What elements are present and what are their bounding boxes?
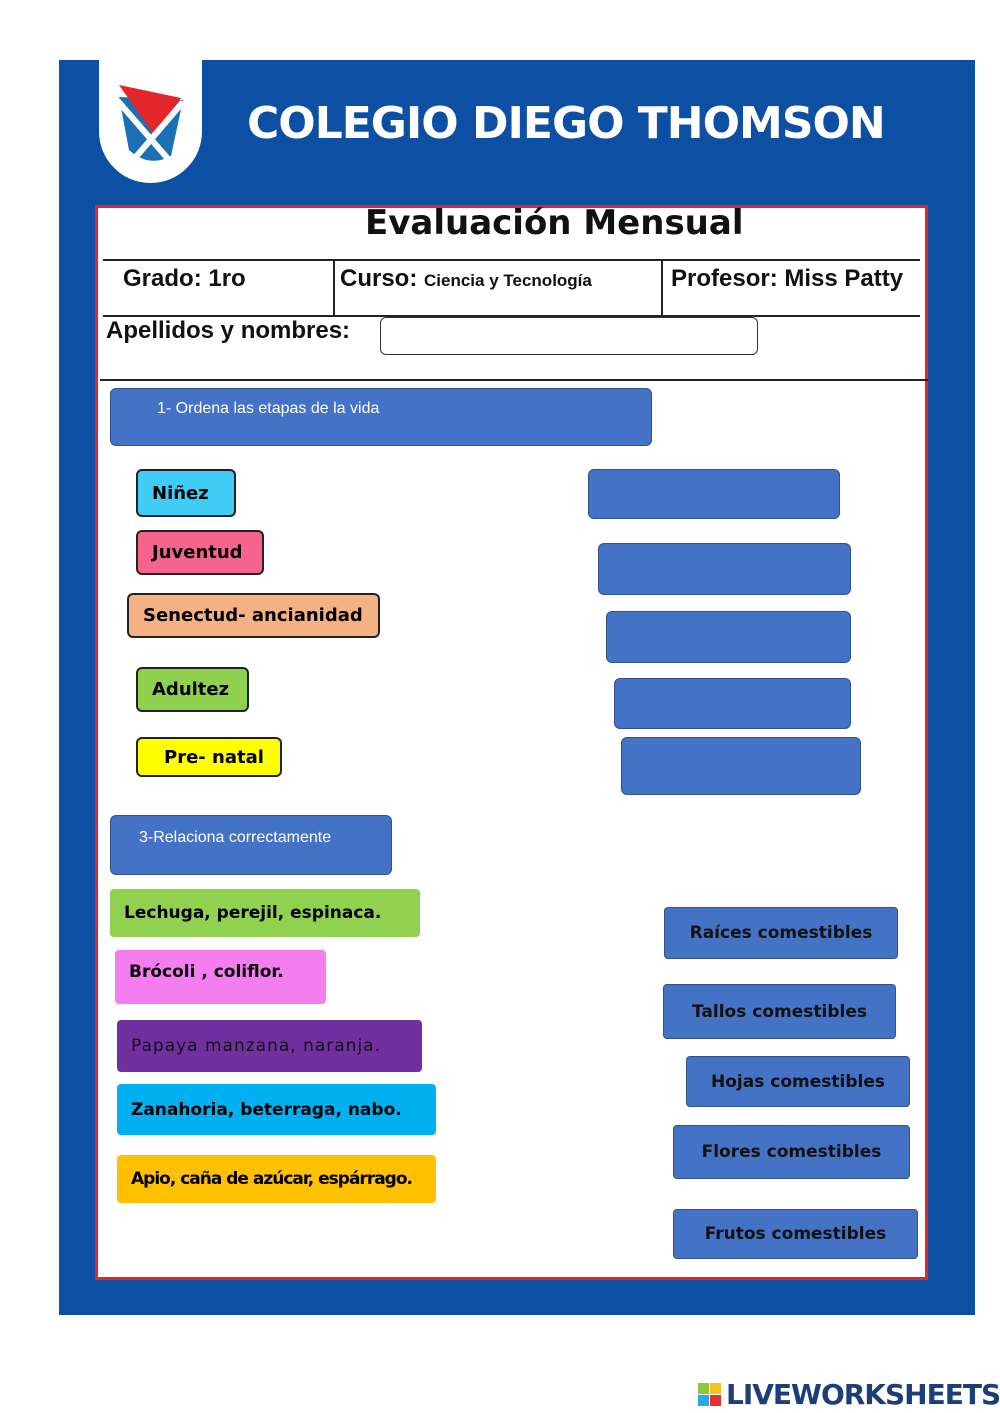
stage-card[interactable]: Pre- natal: [136, 737, 282, 777]
category-box[interactable]: Raíces comestibles: [664, 907, 898, 959]
drop-slot[interactable]: [606, 611, 851, 663]
divider: [103, 315, 920, 317]
liveworksheets-logo: LIVEWORKSHEETS: [698, 1378, 1000, 1411]
food-card[interactable]: Papaya manzana, naranja.: [117, 1020, 422, 1072]
page-title: Evaluación Mensual: [365, 203, 744, 243]
category-box[interactable]: Frutos comestibles: [673, 1209, 918, 1259]
live-blocks-icon: [698, 1382, 721, 1406]
name-input[interactable]: [380, 317, 758, 355]
teacher: Profesor: Miss Patty: [671, 265, 904, 292]
stage-card[interactable]: Juventud: [136, 530, 264, 575]
school-name: COLEGIO DIEGO THOMSON: [247, 98, 886, 149]
food-card[interactable]: Brócoli , coliflor.: [115, 950, 326, 1004]
stage-card[interactable]: Adultez: [136, 667, 249, 712]
divider: [100, 379, 928, 381]
category-box[interactable]: Tallos comestibles: [663, 984, 896, 1039]
category-box[interactable]: Hojas comestibles: [686, 1056, 910, 1107]
course-value: Ciencia y Tecnología: [424, 271, 592, 290]
instruction-1: 1- Ordena las etapas de la vida: [110, 388, 652, 446]
name-label: Apellidos y nombres:: [106, 317, 351, 344]
food-card[interactable]: Zanahoria, beterraga, nabo.: [117, 1084, 436, 1135]
shield-icon: [114, 85, 186, 162]
grade-label: Grado: [123, 265, 194, 292]
food-card[interactable]: Apio, caña de azúcar, espárrago.: [117, 1155, 436, 1203]
drop-slot[interactable]: [598, 543, 851, 595]
food-card[interactable]: Lechuga, perejil, espinaca.: [110, 889, 420, 937]
divider: [333, 260, 335, 316]
drop-slot[interactable]: [614, 678, 851, 729]
grade-value: : 1ro: [193, 265, 246, 292]
school-logo: [99, 60, 202, 183]
stage-card[interactable]: Senectud- ancianidad: [127, 593, 380, 638]
divider: [661, 260, 663, 316]
divider: [103, 259, 920, 261]
course-label: Curso: [340, 265, 410, 292]
drop-slot[interactable]: [621, 737, 861, 795]
category-box[interactable]: Flores comestibles: [673, 1125, 910, 1179]
instruction-3: 3-Relaciona correctamente: [110, 815, 392, 875]
stage-card[interactable]: Niñez: [136, 469, 236, 517]
drop-slot[interactable]: [588, 469, 840, 519]
